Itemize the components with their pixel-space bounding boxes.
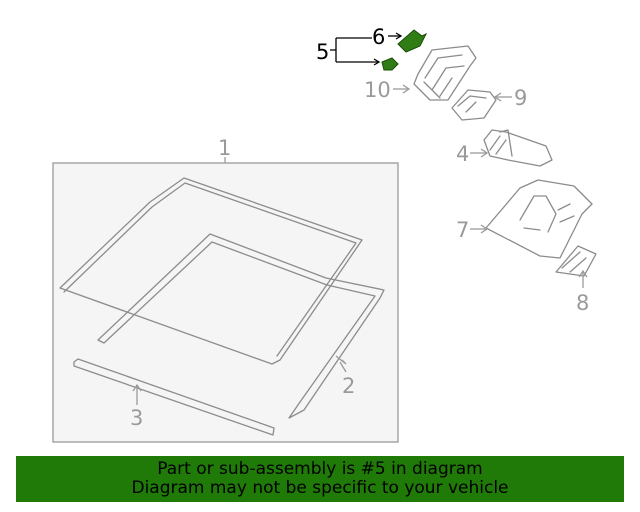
callout-5-bracket	[330, 37, 378, 63]
sensor-cover-detail	[457, 95, 487, 113]
callout-10-arrow	[402, 84, 411, 94]
callout-10: 10	[364, 78, 391, 102]
highlight-banner: Part or sub-assembly is #5 in diagram Di…	[16, 456, 624, 502]
callout-4: 4	[456, 142, 469, 166]
banner-line-1: Part or sub-assembly is #5 in diagram	[157, 459, 483, 479]
sensor-housing-cover	[485, 179, 593, 259]
callout-5: 5	[316, 40, 329, 64]
mirror-mount-bracket	[413, 45, 477, 101]
clip-bracket-detail	[561, 251, 587, 273]
callout-9-arrow	[493, 92, 502, 102]
callout-8: 8	[576, 291, 589, 315]
callout-6-arrow	[395, 32, 403, 40]
fastener-part-6	[397, 29, 428, 53]
callout-2-arrow	[335, 355, 347, 365]
mirror-mount-bracket-detail	[423, 54, 465, 99]
windshield-molding	[97, 233, 385, 419]
callout-3-arrow	[132, 383, 142, 392]
callout-2: 2	[342, 374, 355, 398]
callout-6: 6	[372, 25, 385, 49]
windshield-glass-inner-edge	[63, 182, 357, 357]
callout-9: 9	[514, 86, 527, 110]
lower-molding-strip	[73, 358, 275, 436]
mirror-mount-detail	[489, 129, 513, 157]
mirror-mount	[483, 129, 553, 167]
windshield-glass	[59, 177, 363, 365]
banner-line-2: Diagram may not be specific to your vehi…	[131, 478, 509, 498]
callout-7-arrow	[480, 224, 489, 234]
callout-5-arrow	[373, 58, 381, 66]
callout-3: 3	[130, 406, 143, 430]
callout-2-leader	[339, 361, 347, 373]
sensor-housing-cover-detail	[519, 195, 575, 233]
windshield-assembly-panel	[52, 162, 399, 443]
fastener-part-5	[381, 57, 399, 71]
clip-bracket	[555, 245, 597, 277]
callout-4-arrow	[480, 148, 489, 158]
callout-8-arrow	[578, 269, 588, 278]
callout-7: 7	[456, 218, 469, 242]
callout-1: 1	[218, 136, 231, 160]
